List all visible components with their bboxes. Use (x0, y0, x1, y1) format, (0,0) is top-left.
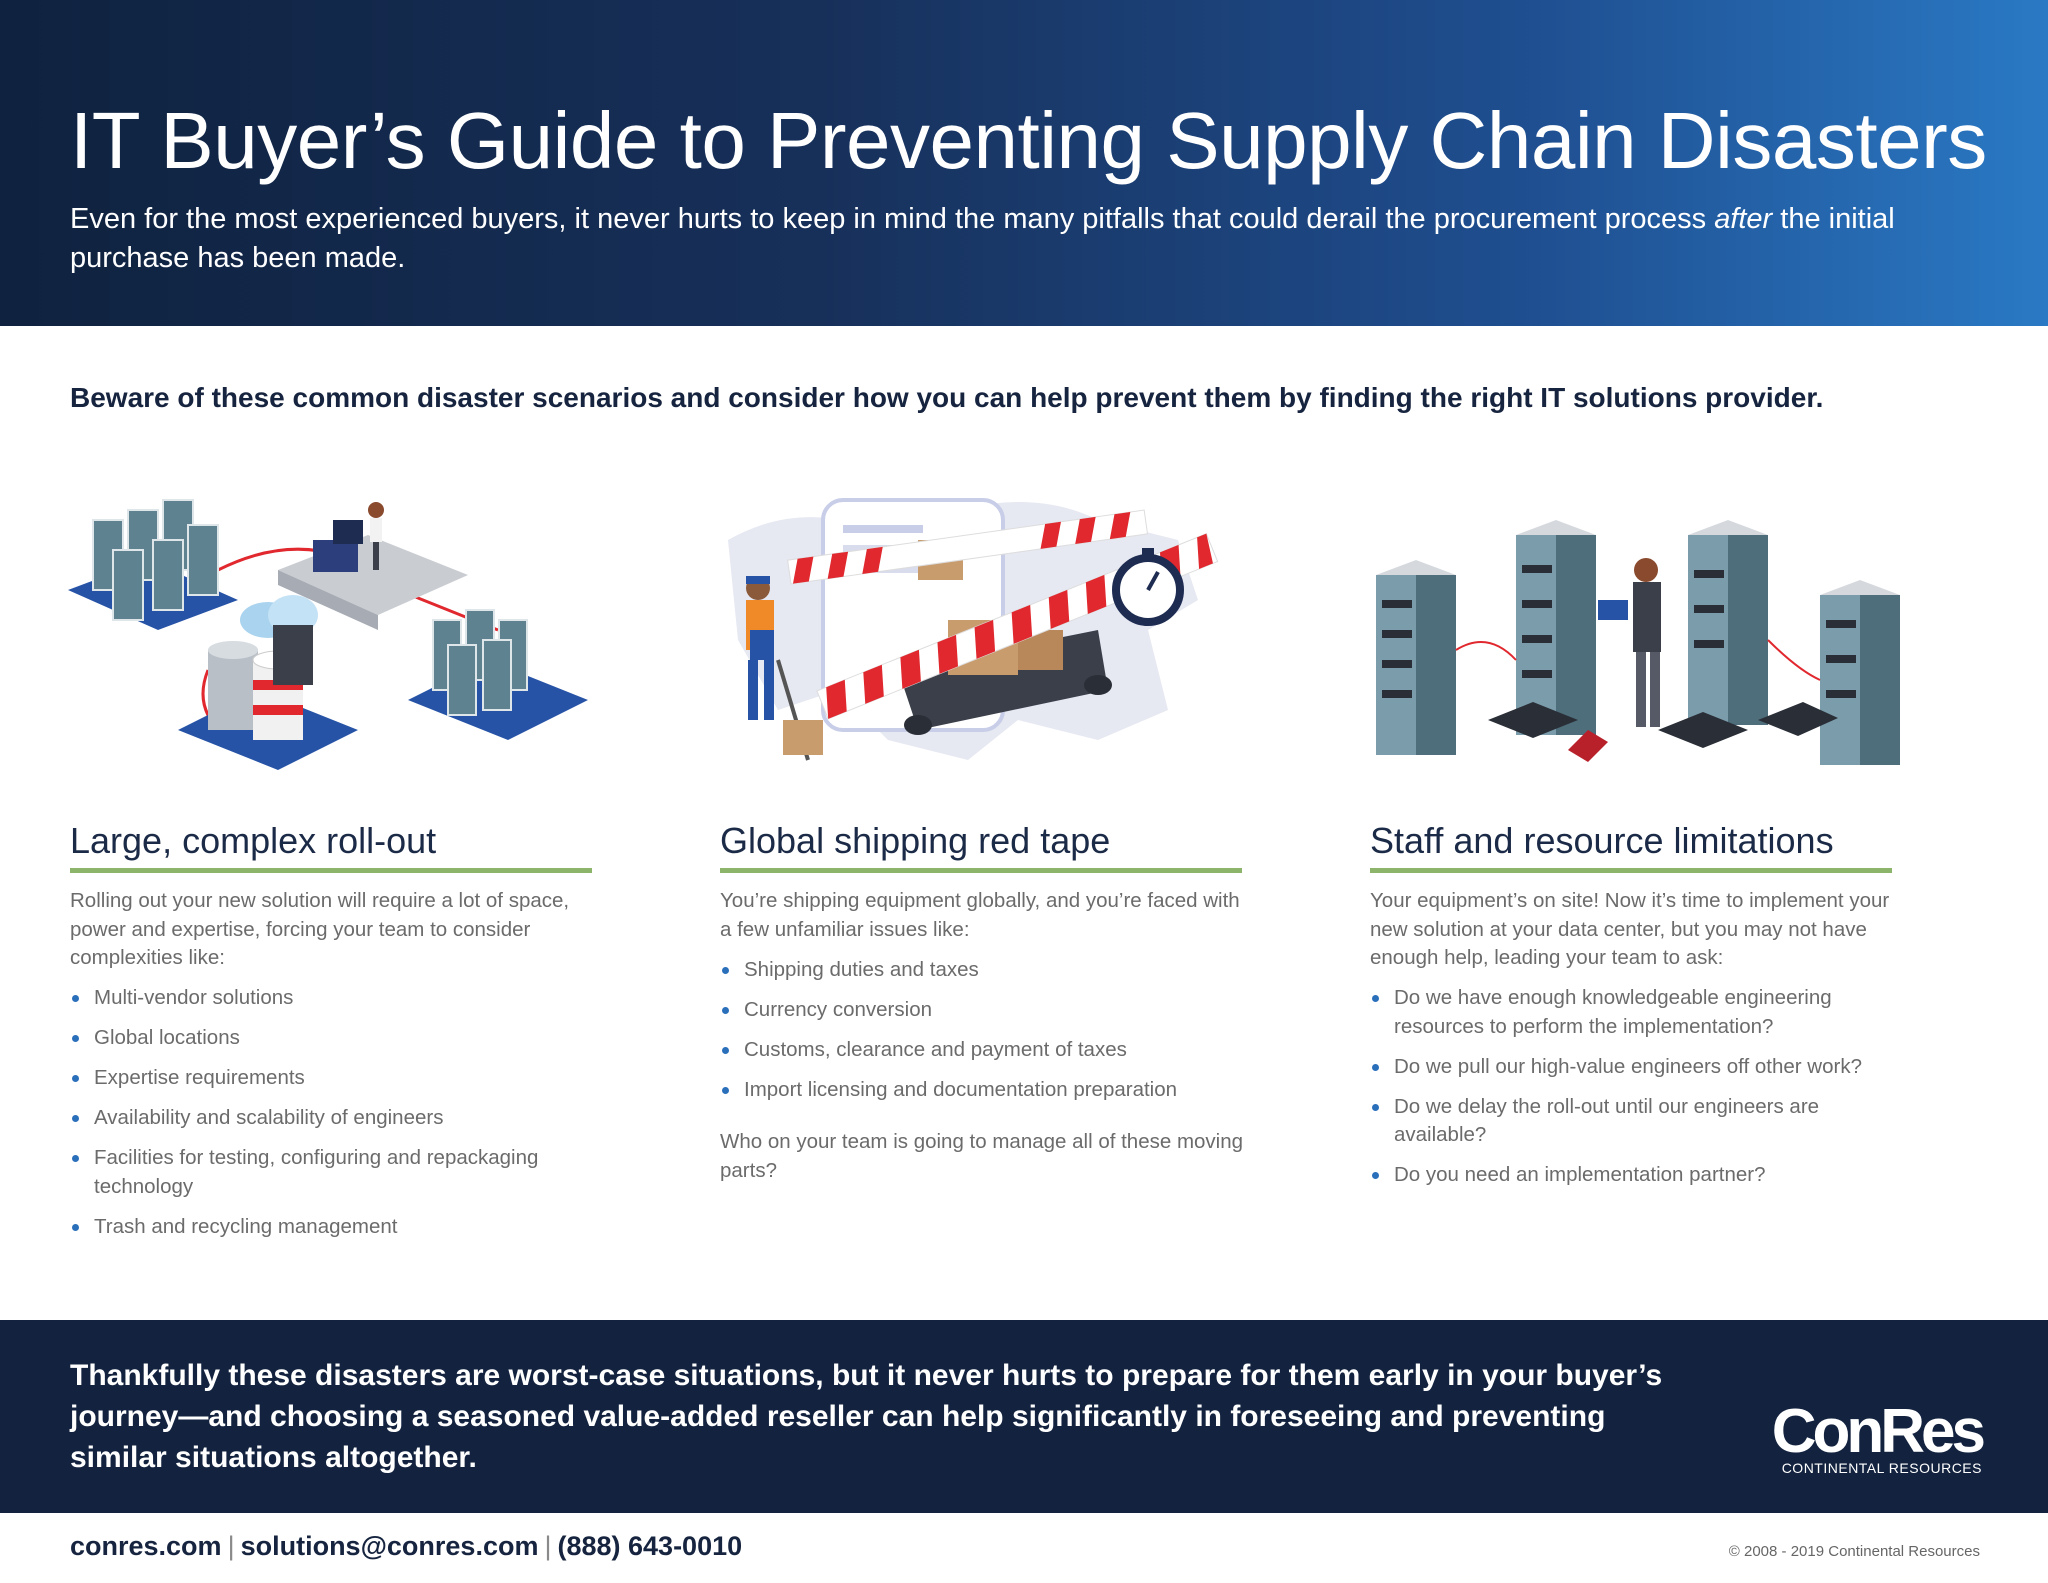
list-item: Multi-vendor solutions (70, 984, 600, 1013)
section-closing: Who on your team is going to manage all … (720, 1130, 1244, 1182)
page-title: IT Buyer’s Guide to Preventing Supply Ch… (70, 96, 1987, 185)
section-heading: Staff and resource limitations (1370, 820, 1892, 873)
list-item: Do we delay the roll-out until our engin… (1370, 1093, 1900, 1150)
closing-statement: Thankfully these disasters are worst-cas… (70, 1359, 1663, 1474)
contact-separator: | (227, 1531, 235, 1561)
list-item: Shipping duties and taxes (720, 956, 1250, 985)
section-lead: You’re shipping equipment globally, and … (720, 889, 1240, 941)
list-item: Facilities for testing, configuring and … (70, 1144, 600, 1201)
bullet-list: Multi-vendor solutions Global locations … (70, 984, 600, 1241)
list-item: Trash and recycling management (70, 1213, 600, 1242)
intro-statement: Beware of these common disaster scenario… (70, 382, 1824, 413)
closing-banner: Thankfully these disasters are worst-cas… (0, 1320, 2048, 1513)
list-item: Availability and scalability of engineer… (70, 1104, 600, 1133)
list-item: Currency conversion (720, 996, 1250, 1025)
email-link[interactable]: solutions@conres.com (240, 1531, 539, 1561)
subtitle-text-end: the initial purchase has been made. (70, 203, 1895, 274)
section-lead: Rolling out your new solution will requi… (70, 889, 570, 969)
section-lead: Your equipment’s on site! Now it’s time … (1370, 889, 1890, 969)
logo-tagline: CONTINENTAL RESOURCES (1781, 1460, 1982, 1476)
section-global-shipping: Global shipping red tape You’re shipping… (718, 480, 1258, 1185)
copyright-notice: © 2008 - 2019 Continental Resources (1728, 1543, 1980, 1560)
website-link[interactable]: conres.com (70, 1531, 222, 1561)
conres-logo: ConRes CONTINENTAL RESOURCES (1762, 1397, 1986, 1477)
list-item: Do we have enough knowledgeable engineer… (1370, 984, 1900, 1041)
list-item: Expertise requirements (70, 1064, 600, 1093)
server-room-engineer-illustration (1376, 520, 1900, 765)
list-item: Customs, clearance and payment of taxes (720, 1036, 1250, 1065)
section-heading: Global shipping red tape (720, 820, 1242, 873)
bullet-list: Do we have enough knowledgeable engineer… (1370, 984, 1900, 1190)
list-item: Global locations (70, 1024, 600, 1053)
logo-wordmark: ConRes (1771, 1397, 1986, 1466)
list-item: Do we pull our high-value engineers off … (1370, 1053, 1900, 1082)
section-heading: Large, complex roll-out (70, 820, 592, 873)
shipping-red-tape-illustration (728, 498, 1219, 761)
section-staff-limitations: Staff and resource limitations Your equi… (1368, 480, 1908, 1190)
subtitle-emphasis: after (1714, 203, 1773, 235)
contact-bar: conres.com|solutions@conres.com|(888) 64… (70, 1531, 742, 1562)
bullet-list: Shipping duties and taxes Currency conve… (720, 956, 1250, 1105)
header-banner: IT Buyer’s Guide to Preventing Supply Ch… (0, 0, 2048, 326)
phone-number[interactable]: (888) 643-0010 (557, 1531, 743, 1561)
data-center-rollout-illustration (68, 499, 588, 770)
subtitle-text-start: Even for the most experienced buyers, it… (70, 203, 1715, 235)
section-large-rollout: Large, complex roll-out Rolling out your… (68, 480, 608, 1241)
page-subtitle: Even for the most experienced buyers, it… (70, 200, 1970, 278)
list-item: Do you need an implementation partner? (1370, 1161, 1900, 1190)
contact-separator: | (544, 1531, 552, 1561)
list-item: Import licensing and documentation prepa… (720, 1076, 1250, 1105)
